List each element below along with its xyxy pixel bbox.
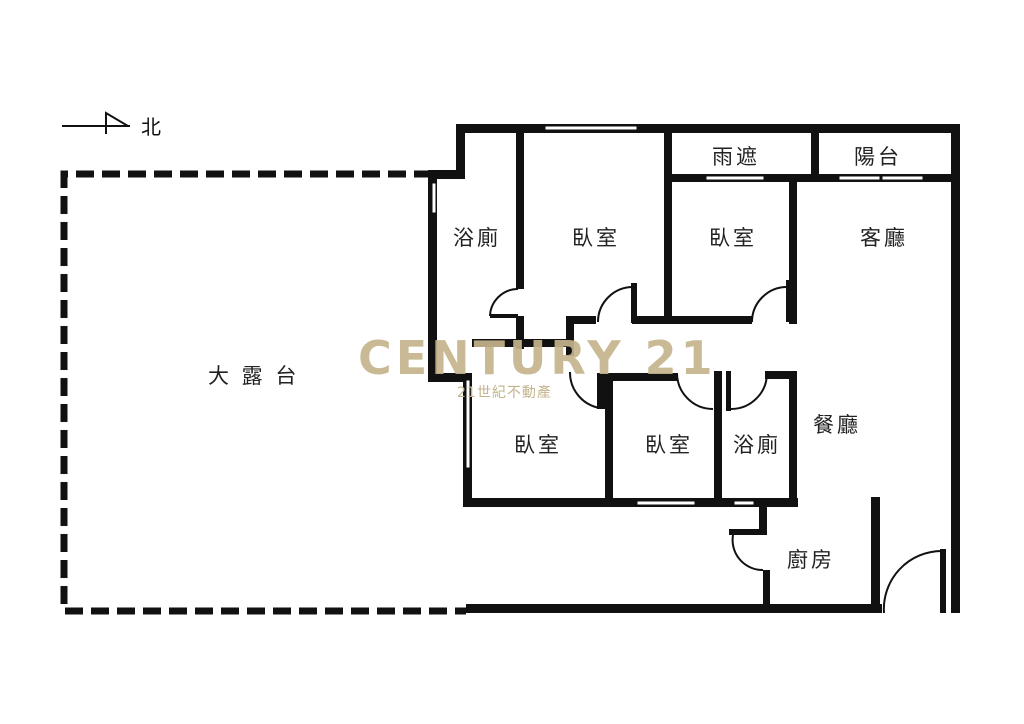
room-label-kitchen: 廚房 <box>787 548 835 572</box>
north-arrow-icon <box>62 111 130 134</box>
doors <box>489 283 943 614</box>
windows <box>431 125 924 506</box>
north-label: 北 <box>141 115 161 139</box>
door-bath-north <box>489 288 519 317</box>
room-label-terrace: 大 露 台 <box>208 364 299 388</box>
room-label-bedroom-1: 臥室 <box>572 226 620 250</box>
room-label-dining-room: 餐廳 <box>813 413 861 437</box>
room-label-bedroom-3: 臥室 <box>514 433 562 457</box>
watermark-subtitle: 21世紀不動產 <box>457 384 552 401</box>
interior-walls <box>472 124 946 613</box>
room-label-bath-south: 浴廁 <box>733 433 781 457</box>
room-label-balcony: 陽台 <box>854 145 902 169</box>
watermark-brand: CENTURY 21 <box>358 331 717 385</box>
room-label-rain-shelter: 雨遮 <box>712 145 760 169</box>
room-label-living-room: 客廳 <box>860 226 908 250</box>
room-label-bedroom-2: 臥室 <box>709 226 757 250</box>
room-label-bedroom-4: 臥室 <box>645 433 693 457</box>
room-label-bath-north: 浴廁 <box>453 226 501 250</box>
terrace-outline <box>60 170 466 615</box>
